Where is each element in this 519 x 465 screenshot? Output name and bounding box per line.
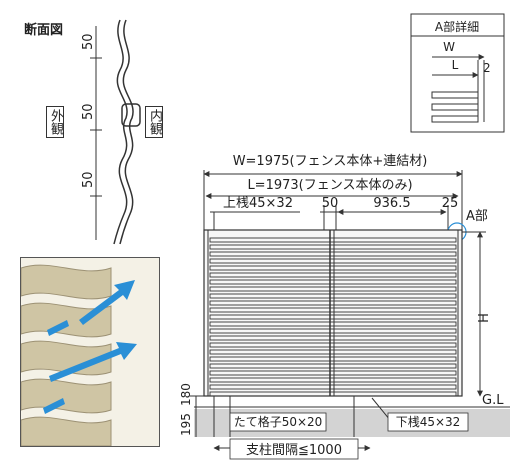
slat — [209, 356, 457, 362]
section-dim-1: 50 — [81, 33, 96, 50]
slat — [209, 377, 457, 383]
slat — [209, 279, 457, 285]
slat — [209, 300, 457, 306]
slat — [209, 342, 457, 348]
detail-a-box — [410, 13, 505, 133]
outside-view-label: 外観 — [46, 106, 64, 138]
height-label: H — [474, 313, 489, 323]
slat — [209, 363, 457, 369]
slat — [209, 272, 457, 278]
profile-joint — [121, 103, 141, 127]
slat — [209, 384, 457, 390]
slat — [209, 293, 457, 299]
slat — [209, 328, 457, 334]
l-total-label: L=1973(フェンス本体のみ) — [247, 178, 412, 193]
dim-50-label: 50 — [322, 196, 339, 211]
detail-l-label: L — [452, 58, 459, 72]
louver-profile-inner — [119, 19, 134, 245]
post-spacing-label: 支柱間隔≦1000 — [246, 443, 342, 458]
a-part-label: A部 — [466, 209, 488, 224]
slat — [209, 286, 457, 292]
slat — [209, 321, 457, 327]
detail-a-title: A部詳細 — [435, 19, 479, 34]
dim-195-label: 195 — [179, 413, 193, 436]
inside-view-label: 内観 — [145, 106, 163, 138]
louver-slats — [209, 237, 457, 397]
bottom-rail-label: 下桟45×32 — [396, 415, 461, 429]
section-dim-3: 50 — [81, 171, 96, 188]
slat — [209, 237, 457, 243]
airflow-arrow-icon — [79, 280, 135, 325]
dim-180-label: 180 — [179, 383, 193, 406]
slat — [209, 349, 457, 355]
section-title: 断面図 — [24, 22, 63, 38]
slat — [209, 391, 457, 397]
slat — [209, 335, 457, 341]
slat — [209, 258, 457, 264]
slat — [209, 314, 457, 320]
detail-w-label: W — [443, 40, 455, 54]
lattice-label: たて格子50×20 — [234, 414, 323, 429]
w-total-label: W=1975(フェンス本体+連結材) — [233, 154, 428, 169]
slat — [209, 265, 457, 271]
detail-gap-label: 2 — [483, 61, 491, 75]
slat — [209, 307, 457, 313]
louver-illustration — [21, 258, 159, 446]
gl-label: G.L — [482, 393, 504, 408]
top-rail-label: 上桟45×32 — [223, 196, 293, 211]
dim-936-label: 936.5 — [373, 196, 410, 211]
louver-photo — [20, 257, 160, 447]
dim-25-label: 25 — [442, 196, 459, 211]
airflow-arrow-icon — [49, 342, 137, 382]
slat — [209, 370, 457, 376]
slat — [209, 251, 457, 257]
section-dim-2: 50 — [81, 103, 96, 120]
slat — [209, 244, 457, 250]
louver-profile-outer — [113, 19, 128, 245]
